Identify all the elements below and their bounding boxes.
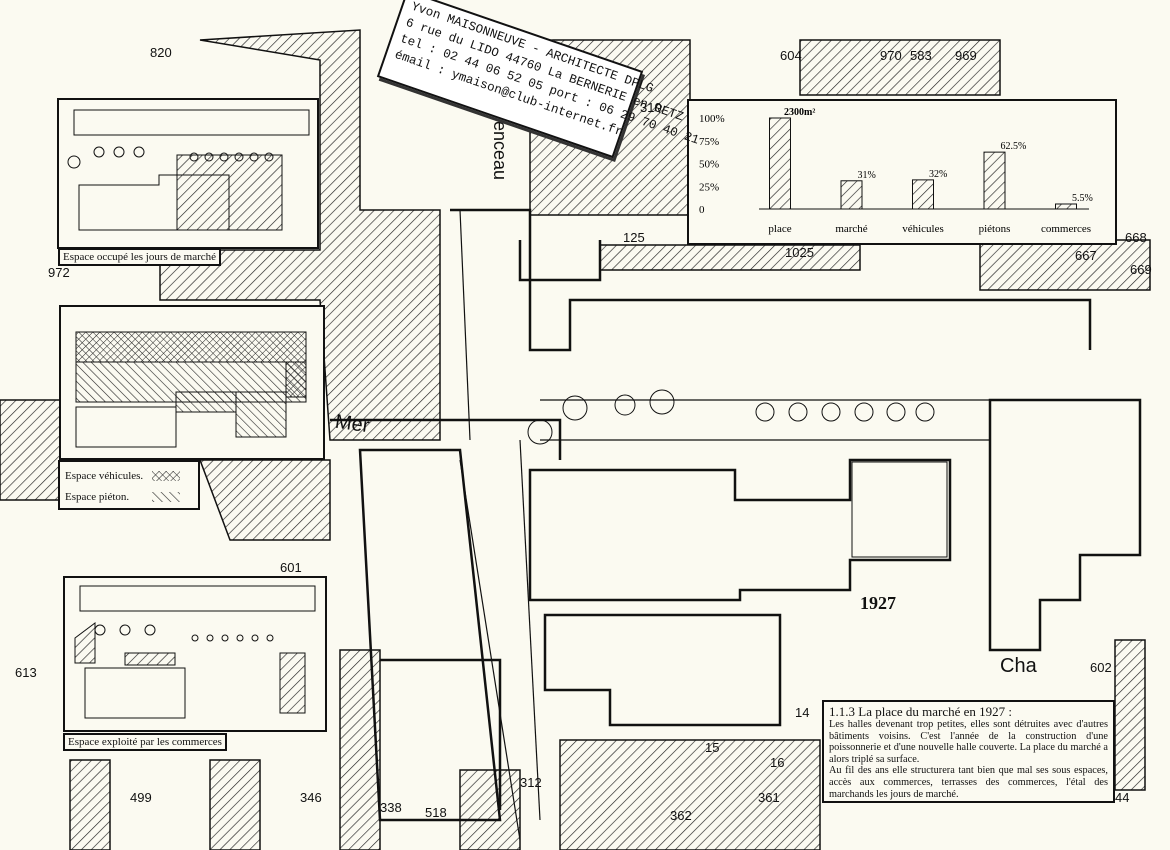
parcel-number: 613 <box>15 665 37 680</box>
building-outlines <box>330 208 1142 822</box>
y-tick-label: 0 <box>699 204 705 216</box>
parcel-number: 44 <box>1115 790 1130 805</box>
x-tick-label: marché <box>835 223 867 235</box>
shops-label: Espace exploité par les commerces <box>63 733 227 751</box>
parcel-number: 604 <box>780 48 802 63</box>
parcel-number: 312 <box>520 775 542 790</box>
inset-plan <box>67 109 310 231</box>
y-tick-label: 50% <box>699 159 719 171</box>
surface-chart: 0 25% 50% 75% 100% 2300m² place 31% marché 32% véh… <box>687 99 1117 245</box>
inset-shops <box>63 576 327 732</box>
bar-chart: 0 25% 50% 75% 100% 2300m² place 31% marché 32% véh… <box>699 107 1093 235</box>
year-label: 1927 <box>860 593 896 613</box>
data-label: 62.5% <box>1001 141 1027 152</box>
data-label: 31% <box>858 170 876 181</box>
x-tick-label: place <box>768 223 791 235</box>
hatch-swatch <box>152 492 180 502</box>
inset-vehicles-pedestrians <box>59 305 325 460</box>
x-tick-label: véhicules <box>902 223 944 235</box>
parcel-number: 499 <box>130 790 152 805</box>
inset-market-days <box>57 98 319 249</box>
bar-véhicules <box>912 179 934 210</box>
trees <box>527 389 935 445</box>
y-tick-label: 75% <box>699 136 719 148</box>
parcel-number: 820 <box>150 45 172 60</box>
street-lines <box>459 209 1130 841</box>
parcel-number: 602 <box>1090 660 1112 675</box>
caption-paragraph: Au fil des ans elle structurera tant bie… <box>829 765 1108 800</box>
x-tick-label: commerces <box>1041 223 1091 235</box>
parcel-number: 667 <box>1075 248 1097 263</box>
bar-piétons <box>983 151 1006 210</box>
legend-box: Espace véhicules. Espace piéton. <box>58 460 200 510</box>
data-label: 32% <box>929 169 947 180</box>
data-label: 5.5% <box>1072 193 1093 204</box>
parcel-number: 14 <box>795 705 810 720</box>
parcel-number: 969 <box>955 48 977 63</box>
parcel-number: 346 <box>300 790 322 805</box>
parcel-number: 310 <box>640 100 662 115</box>
parcel-number: 361 <box>758 790 780 805</box>
y-tick-label: 25% <box>699 181 719 193</box>
parcel-number: 669 <box>1130 262 1152 277</box>
inset-plan <box>75 331 307 448</box>
parcel-number: 601 <box>280 560 302 575</box>
bar-place <box>769 117 791 210</box>
street-name-cha: Cha <box>1000 655 1037 677</box>
legend-pedestrian-label: Espace piéton. <box>65 491 130 503</box>
parcel-number: 362 <box>670 808 692 823</box>
market-days-label: Espace occupé les jours de marché <box>58 248 222 266</box>
bar-commerces <box>1055 203 1077 210</box>
x-tick-label: piétons <box>979 223 1011 235</box>
parcel-number: 338 <box>380 800 402 815</box>
cross-hatch-swatch <box>152 471 180 481</box>
inset-plan <box>74 585 316 719</box>
parcel-number: 16 <box>770 755 785 770</box>
bar-marché <box>840 180 863 210</box>
parcel-number: 972 <box>48 265 70 280</box>
hatched-buildings <box>0 29 1151 850</box>
parcel-number: 518 <box>425 805 447 820</box>
caption-paragraph: Les halles devenant trop petites, elles … <box>829 719 1108 765</box>
data-label: 2300m² <box>784 107 815 118</box>
parcel-number: 15 <box>705 740 720 755</box>
parcel-number: 668 <box>1125 230 1147 245</box>
legend-vehicles-label: Espace véhicules. <box>65 470 144 482</box>
parcel-number: 1025 <box>785 245 814 260</box>
street-name-enceau: enceau <box>490 120 511 181</box>
covered-market-hall <box>851 461 948 558</box>
caption-box: 1.1.3 La place du marché en 1927 : Les h… <box>822 700 1115 803</box>
street-name-mer: Mer <box>333 410 371 438</box>
parcel-number: 583 <box>910 48 932 63</box>
caption-title: 1.1.3 La place du marché en 1927 : <box>829 704 1013 719</box>
parcel-number: 970 <box>880 48 902 63</box>
parcel-number: 125 <box>623 230 645 245</box>
y-tick-label: 100% <box>699 113 725 125</box>
